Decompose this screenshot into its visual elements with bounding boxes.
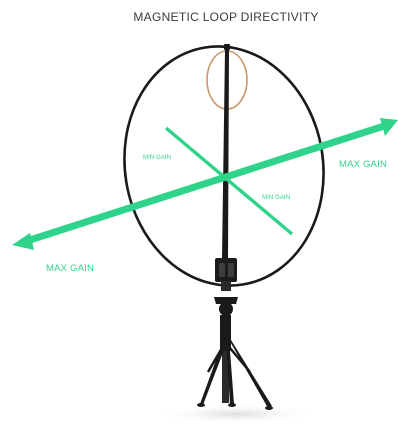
ball-head [219, 302, 233, 316]
max-gain-label-right: MAX GAIN [339, 159, 387, 170]
max-gain-arrowhead-left [12, 233, 34, 250]
max-gain-axis [12, 118, 398, 250]
top-cap [224, 44, 230, 50]
min-gain-label-bottom: MIN GAIN [262, 195, 290, 201]
tripod [197, 315, 273, 410]
ground-shadow [154, 404, 318, 424]
min-gain-line [166, 128, 292, 234]
max-gain-arrowhead-right [380, 118, 398, 136]
max-gain-label-left: MAX GAIN [46, 263, 94, 274]
max-gain-line [30, 126, 384, 240]
diagram-title: MAGNETIC LOOP DIRECTIVITY [133, 10, 318, 24]
min-gain-label-top: MIN GAIN [143, 155, 171, 161]
mast [222, 50, 229, 258]
